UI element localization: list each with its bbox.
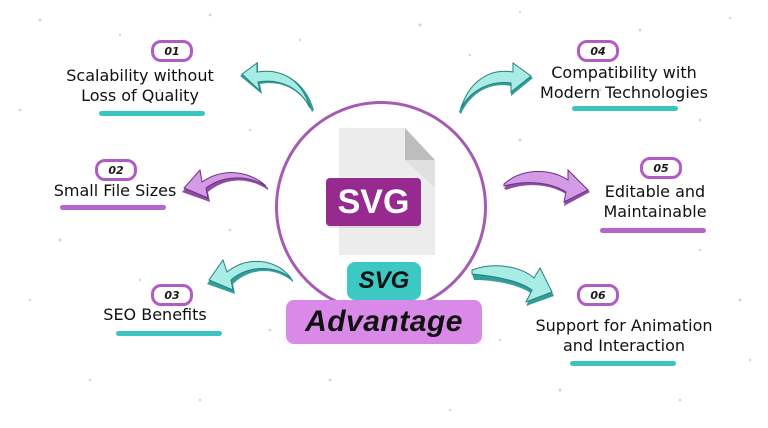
item-04-label: Compatibility with Modern Technologies [524, 63, 724, 103]
item-06-line1: Support for Animation [535, 316, 713, 335]
item-02-line1: Small File Sizes [53, 181, 177, 200]
item-04-underline [572, 106, 678, 111]
item-03-label: SEO Benefits [90, 305, 220, 325]
arrow-06-icon [471, 265, 554, 306]
item-05-line2: Maintainable [603, 202, 707, 221]
item-04-number-badge: 04 [577, 40, 619, 62]
item-03-number-badge: 03 [151, 284, 193, 306]
item-05-label: Editable and Maintainable [580, 182, 730, 222]
item-01-line1: Scalability without [66, 66, 214, 85]
item-06-underline [570, 361, 676, 366]
item-01-line2: Loss of Quality [81, 86, 199, 105]
arrow-01-icon [240, 62, 314, 112]
arrow-02-icon [182, 168, 268, 202]
item-04-line2: Modern Technologies [540, 83, 708, 102]
item-05-number-badge: 05 [640, 157, 682, 179]
item-03-underline [116, 331, 222, 336]
item-04-line1: Compatibility with [551, 63, 697, 82]
arrow-04-icon [459, 62, 533, 114]
item-01-number-badge: 01 [151, 40, 193, 62]
arrow-05-icon [503, 168, 590, 206]
advantage-title-pill: Advantage [286, 300, 482, 344]
item-02-underline [60, 205, 166, 210]
item-01-label: Scalability without Loss of Quality [40, 66, 240, 106]
item-05-underline [600, 228, 706, 233]
svg-file-tag: SVG [326, 178, 421, 226]
item-05-line1: Editable and [604, 182, 706, 201]
arrow-03-icon [207, 258, 293, 294]
item-03-line1: SEO Benefits [103, 305, 207, 324]
item-06-line2: and Interaction [563, 336, 685, 355]
item-02-number-badge: 02 [95, 159, 137, 181]
item-02-label: Small File Sizes [20, 181, 210, 201]
item-06-number-badge: 06 [577, 284, 619, 306]
item-01-underline [99, 111, 205, 116]
item-06-label: Support for Animation and Interaction [514, 316, 734, 356]
svg-title-pill: SVG [347, 262, 421, 300]
